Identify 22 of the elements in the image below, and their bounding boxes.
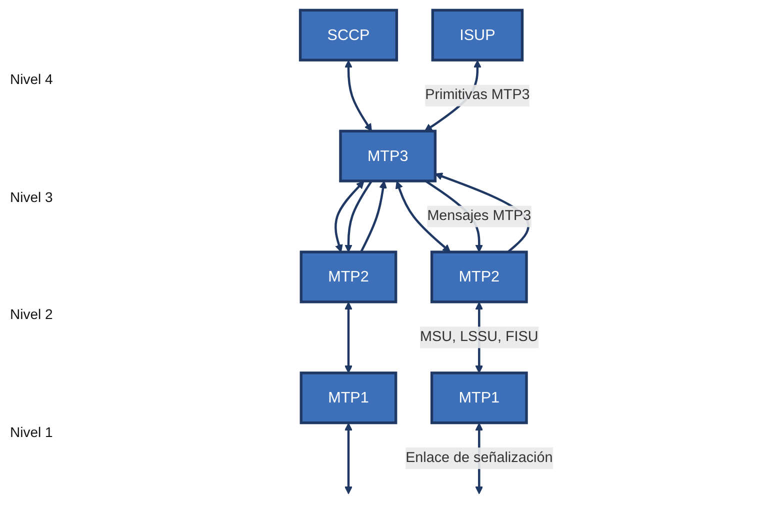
arrow	[334, 180, 364, 252]
node-box: MTP1	[300, 372, 398, 424]
edge-label: Mensajes MTP3	[427, 208, 532, 224]
node-box: MTP1	[430, 372, 528, 424]
arrow	[395, 180, 451, 252]
level-label: Nivel 1	[10, 424, 54, 440]
arrow	[344, 180, 373, 252]
edge-label: Enlace de señalización	[406, 450, 553, 466]
arrow	[344, 422, 352, 494]
edge-label: MSU, LSSU, FISU	[420, 329, 538, 345]
arrow	[344, 60, 372, 132]
edge-label: Primitivas MTP3	[425, 88, 530, 103]
arrow	[344, 302, 352, 374]
node-box: MTP3	[339, 130, 437, 182]
node-box: MTP2	[430, 250, 528, 304]
level-label: Nivel 4	[10, 70, 54, 87]
node-box: MTP2	[300, 250, 398, 304]
node-box: ISUP	[431, 8, 524, 62]
node-box: SCCP	[298, 8, 398, 62]
level-label: Nivel 2	[10, 306, 54, 322]
arrow	[360, 180, 387, 253]
level-label: Nivel 3	[10, 188, 54, 205]
